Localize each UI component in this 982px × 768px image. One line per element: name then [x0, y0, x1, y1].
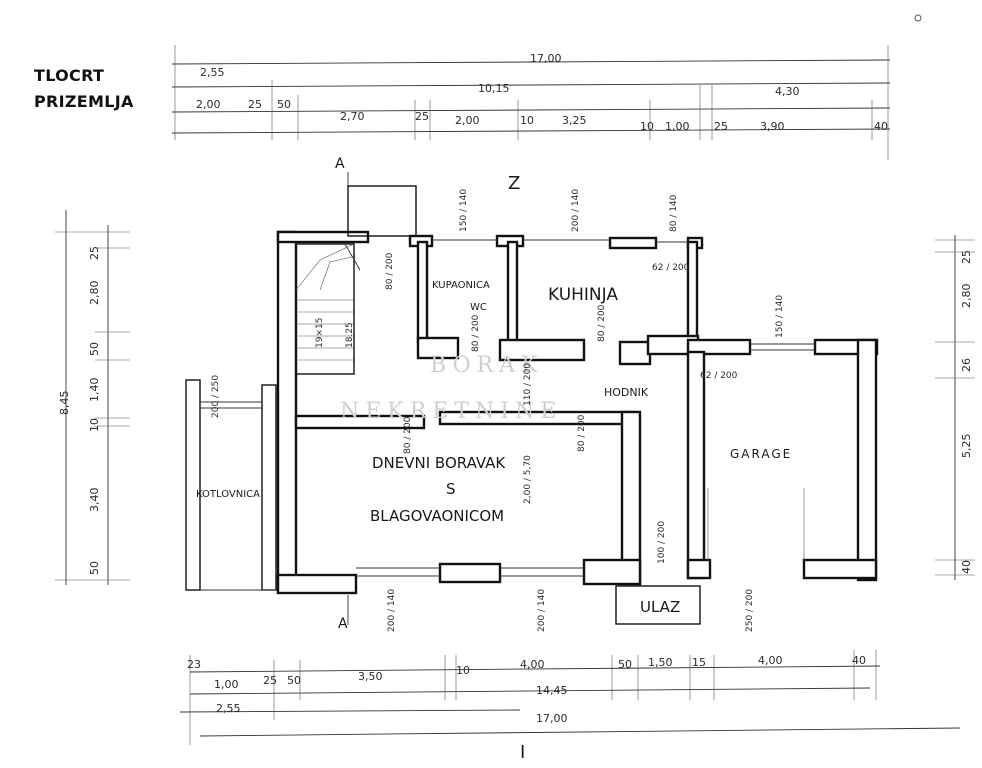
left-dimensions: 8,45 25 2,80 50 1,40 10 3,40 50 — [55, 210, 130, 585]
opening-label-7: 62 / 200 — [652, 263, 690, 273]
room-dnevni-line2: S — [446, 480, 456, 498]
dim-bottom-50b: 50 — [618, 658, 632, 671]
dim-top-10-15: 10,15 — [478, 82, 510, 95]
dim-bottom-14-45: 14,45 — [536, 684, 568, 697]
dim-top-3-90: 3,90 — [760, 120, 785, 133]
dim-right-2-80: 2,80 — [960, 284, 973, 309]
orientation-top: Z — [508, 173, 520, 194]
dim-right-40: 40 — [960, 560, 973, 574]
dim-left-2-80: 2,80 — [88, 281, 101, 306]
dim-right-25: 25 — [960, 250, 973, 264]
dim-bottom-15: 15 — [692, 656, 706, 669]
dim-bottom-17-00: 17,00 — [536, 712, 568, 725]
dim-bottom-4-00b: 4,00 — [758, 654, 783, 667]
dim-top-total: 17,00 — [530, 52, 562, 65]
opening-label-10: 80 / 200 — [577, 414, 587, 452]
dim-top-40: 40 — [874, 120, 888, 133]
dim-left-50b: 50 — [88, 561, 101, 575]
stairs-label-b: 18.25 — [345, 322, 355, 348]
dim-top-2-55: 2,55 — [200, 66, 225, 79]
opening-label-2: 200 / 140 — [571, 189, 581, 232]
dim-top-1-00: 1,00 — [665, 120, 690, 133]
right-dimensions: 25 2,80 26 5,25 40 — [935, 235, 975, 580]
plan-title-line2: PRIZEMLJA — [34, 92, 134, 111]
dim-right-26: 26 — [960, 358, 973, 372]
opening-label-11: 62 / 200 — [700, 371, 738, 381]
opening-label-12: 150 / 140 — [775, 295, 785, 338]
opening-label-15: 100 / 200 — [657, 521, 667, 564]
opening-label-1: 150 / 140 — [459, 189, 469, 232]
room-ulaz: ULAZ — [640, 598, 680, 616]
staircase: 19×15 18.25 — [295, 243, 361, 375]
section-mark-bottom: A — [338, 616, 348, 632]
dim-left-3-40: 3,40 — [88, 488, 101, 513]
dim-bottom-50: 50 — [287, 674, 301, 687]
room-hodnik: HODNIK — [604, 386, 649, 399]
watermark-line1: BORAK — [430, 353, 544, 378]
dim-right-5-25: 5,25 — [960, 434, 973, 459]
room-garage: GARAGE — [730, 447, 792, 461]
dim-top-4-30: 4,30 — [775, 85, 800, 98]
opening-label-14: 2,00 / 5,70 — [523, 455, 533, 504]
room-dnevni-line1: DNEVNI BORAVAK — [372, 454, 506, 472]
room-kuhinja: KUHINJA — [548, 285, 618, 305]
dim-bottom-3-50: 3,50 — [358, 670, 383, 683]
opening-label-13: 200 / 250 — [211, 375, 221, 418]
dim-bottom-23: 23 — [187, 658, 201, 671]
room-wc: WC — [470, 302, 487, 313]
dim-top-2-70: 2,70 — [340, 110, 365, 123]
dim-top-2-00a: 2,00 — [196, 98, 221, 111]
dim-left-1-40: 1,40 — [88, 378, 101, 403]
dim-bottom-10: 10 — [456, 664, 470, 677]
section-mark-top: A — [335, 156, 345, 172]
dim-bottom-2-55: 2,55 — [216, 702, 241, 715]
opening-label-18: 250 / 200 — [745, 589, 755, 632]
dim-left-total: 8,45 — [58, 391, 71, 416]
dim-top-10b: 10 — [640, 120, 654, 133]
dim-top-2-00b: 2,00 — [455, 114, 480, 127]
opening-label-4: 80 / 200 — [385, 252, 395, 290]
dim-top-25c: 25 — [714, 120, 728, 133]
opening-label-8: 80 / 200 — [403, 416, 413, 454]
dim-bottom-25: 25 — [263, 674, 277, 687]
dim-left-10: 10 — [88, 418, 101, 432]
dim-left-25: 25 — [88, 246, 101, 260]
plan-title-line1: TLOCRT — [34, 66, 105, 85]
dim-top-50: 50 — [277, 98, 291, 111]
dim-left-50: 50 — [88, 342, 101, 356]
opening-labels: 150 / 140 200 / 140 80 / 140 80 / 200 80… — [211, 189, 785, 632]
opening-label-16: 200 / 140 — [387, 589, 397, 632]
dim-bottom-40: 40 — [852, 654, 866, 667]
corner-circle-mark — [914, 14, 922, 22]
opening-label-5: 80 / 200 — [471, 314, 481, 352]
room-kupaonica: KUPAONICA — [432, 280, 490, 291]
opening-label-6: 80 / 200 — [597, 304, 607, 342]
watermark-line2: NEKRETNINE — [340, 399, 562, 424]
orientation-bottom: I — [520, 742, 525, 763]
stairs-label-a: 19×15 — [315, 318, 325, 348]
dim-top-10a: 10 — [520, 114, 534, 127]
dim-top-25a: 25 — [248, 98, 262, 111]
bottom-dimensions: 23 1,00 25 50 3,50 10 4,00 50 1,50 15 4,… — [179, 650, 961, 745]
dim-bottom-1-00: 1,00 — [214, 678, 239, 691]
opening-label-9: 110 / 200 — [523, 363, 533, 406]
dim-top-3-25: 3,25 — [562, 114, 587, 127]
opening-label-3: 80 / 140 — [669, 194, 679, 232]
dim-bottom-1-50: 1,50 — [648, 656, 673, 669]
room-kotlovnica: KOTLOVNICA — [196, 489, 260, 500]
opening-label-17: 200 / 140 — [537, 589, 547, 632]
room-dnevni-line3: BLAGOVAONICOM — [370, 507, 504, 525]
top-dimensions: 17,00 2,55 10,15 4,30 2,00 25 50 2,70 25… — [171, 45, 891, 160]
building-walls — [185, 185, 879, 625]
dim-bottom-4-00a: 4,00 — [520, 658, 545, 671]
dim-top-25b: 25 — [415, 110, 429, 123]
